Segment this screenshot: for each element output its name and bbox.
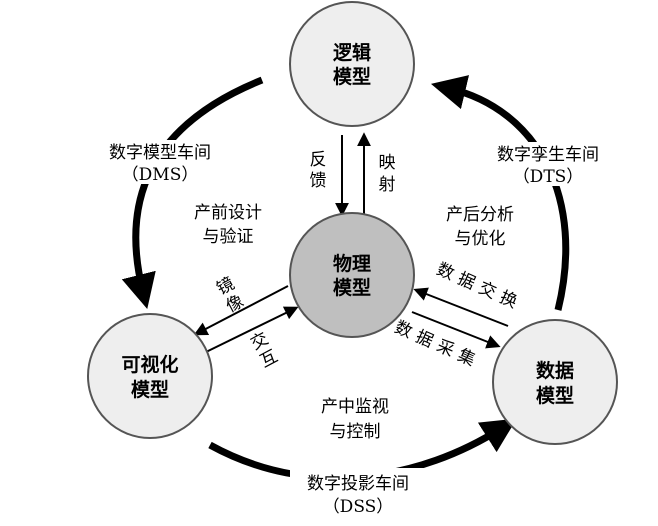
data-exchange-char-1: 数 [433, 259, 457, 284]
dms-abbr: （DMS） [122, 165, 199, 185]
dms-label: 数字模型车间 （DMS） [92, 140, 232, 185]
data-model-label-1: 数据 [536, 359, 574, 382]
physical-model-label-1: 物理 [333, 252, 371, 275]
visual-model-label-2: 模型 [131, 378, 169, 401]
logic-model-label-2: 模型 [333, 65, 371, 88]
post-phase-line2: 与优化 [455, 229, 506, 249]
mirror-arrow [193, 285, 289, 336]
post-phase-line1: 产后分析 [446, 205, 514, 225]
data-exchange-char-2: 据 [454, 269, 478, 294]
mapping-char-1: 映 [379, 153, 396, 173]
data-exchange-label: 数 据 交 换 [433, 259, 520, 312]
data-collect-char-4: 集 [455, 345, 479, 370]
feedback-char-1: 反 [310, 150, 327, 170]
data-collect-label: 数 据 采 集 [391, 317, 478, 370]
dts-abbr: （DTS） [513, 167, 584, 187]
data-collect-char-3: 采 [434, 336, 458, 361]
logic-model-label-1: 逻辑 [333, 41, 371, 64]
data-exchange-char-4: 换 [497, 287, 521, 312]
pre-phase-line2: 与验证 [203, 227, 254, 247]
dss-name: 数字投影车间 [307, 474, 409, 494]
dms-name: 数字模型车间 [109, 143, 211, 163]
dss-label: 数字投影车间 （DSS） [290, 468, 426, 517]
mid-phase-line2: 与控制 [330, 422, 381, 442]
pre-phase-line1: 产前设计 [194, 203, 262, 223]
physical-model-label-2: 模型 [333, 276, 371, 299]
visual-model-label-1: 可视化 [121, 353, 178, 376]
data-exchange-arrow [413, 287, 509, 327]
dss-abbr: （DSS） [323, 497, 394, 517]
dts-label: 数字孪生车间 （DTS） [478, 142, 618, 187]
interact-label: 交 互 [247, 329, 281, 372]
data-collect-char-1: 数 [391, 317, 415, 342]
data-exchange-char-3: 交 [476, 278, 500, 303]
data-collect-char-2: 据 [412, 327, 436, 352]
data-collect-arrow [411, 311, 501, 349]
mirror-label: 镜 像 [213, 274, 247, 317]
cycle-arrow-dms [121, 76, 264, 309]
mid-phase-line1: 产中监视 [321, 397, 389, 417]
feedback-char-2: 馈 [310, 171, 327, 191]
dts-name: 数字孪生车间 [497, 145, 599, 165]
mapping-char-2: 射 [379, 175, 396, 195]
data-model-label-2: 模型 [536, 384, 574, 407]
logic-model-node: 逻辑 模型 [289, 1, 415, 127]
interact-arrow [205, 306, 299, 353]
visual-model-node: 可视化 模型 [87, 313, 213, 439]
physical-model-node: 物理 模型 [289, 212, 415, 338]
data-model-node: 数据 模型 [492, 319, 618, 445]
